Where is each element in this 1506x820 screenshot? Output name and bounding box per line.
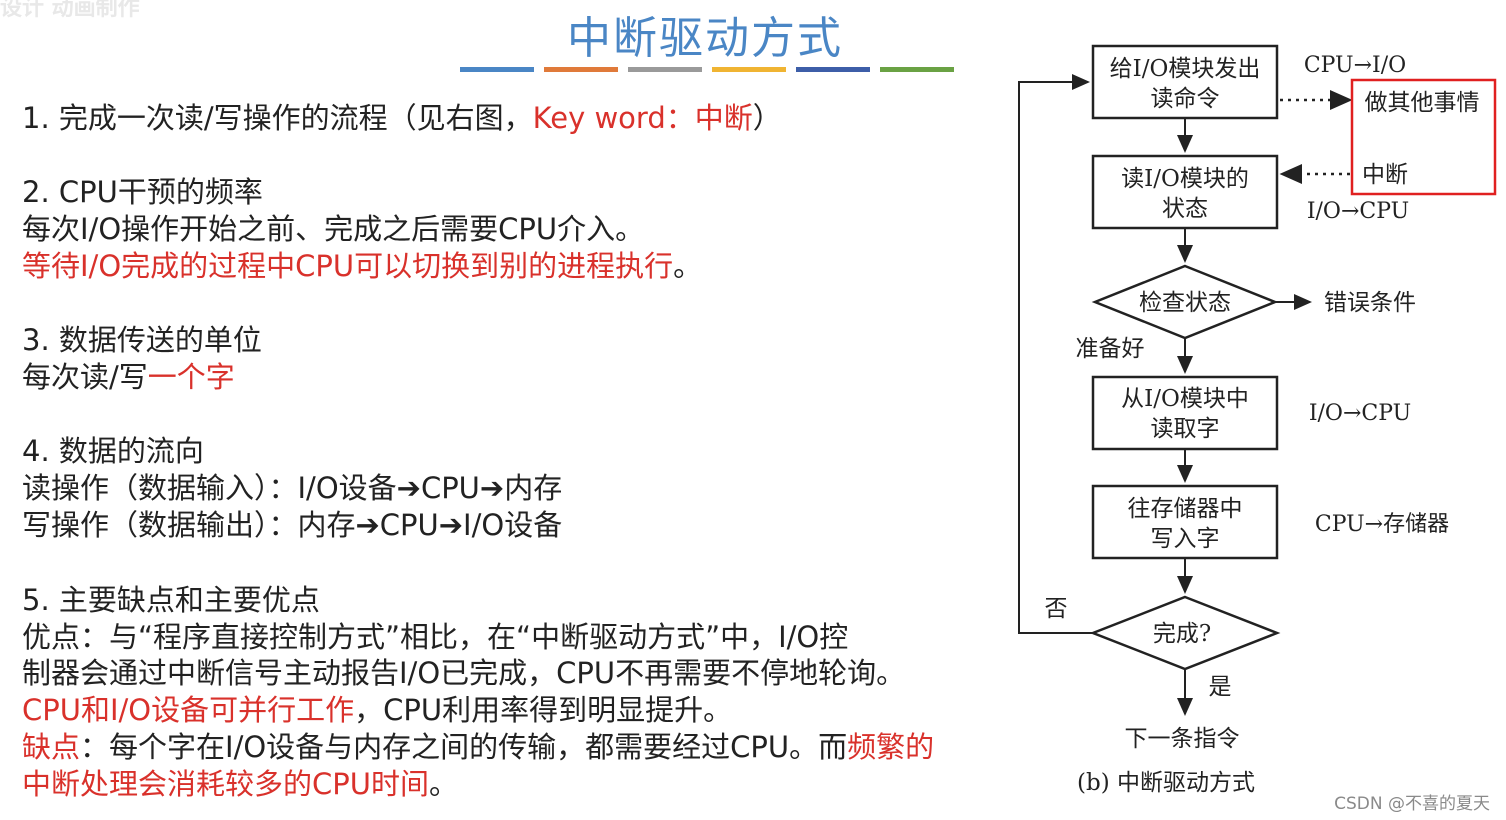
flow-label-next-instruction: 下一条指令 [1125, 726, 1240, 752]
section-3-red-text: 一个字 [147, 360, 235, 394]
section-4-line-1: 读操作（数据输入）：I/O设备➔CPU➔内存 [22, 471, 563, 505]
section-5-line-4: 缺点：每个字在I/O设备与内存之间的传输，都需要经过CPU。而频繁的 [22, 729, 934, 765]
section-5-line-2: 制器会通过中断信号主动报告I/O已完成，CPU不再需要不停地轮询。 [22, 656, 906, 690]
top-left-watermark: 设计 动画制作 [0, 0, 140, 21]
flow-label-io-to-cpu-1: I/O→CPU [1307, 199, 1409, 224]
section-5-advantage-tail: ，CPU利用率得到明显提升。 [354, 693, 733, 727]
section-5-cpu-time-red: 中断处理会消耗较多的CPU时间 [22, 767, 429, 801]
flow-box-write-word [1091, 484, 1279, 560]
flow-box-read-status-line2: 状态 [1162, 196, 1208, 222]
section-3-line-1: 每次读/写一个字 [22, 359, 235, 395]
flow-label-cpu-to-memory: CPU→存储器 [1315, 512, 1449, 537]
flow-loop-back-line [1018, 74, 1093, 634]
flow-box-issue-read-line2: 读命令 [1151, 86, 1220, 112]
section-4-heading: 4. 数据的流向 [22, 434, 204, 468]
section-2-heading: 2. CPU干预的频率 [22, 175, 263, 209]
page-title: 中断驱动方式 [567, 13, 843, 64]
flow-box-read-word-line2: 读取字 [1151, 416, 1220, 442]
flow-label-cpu-to-io: CPU→I/O [1304, 53, 1406, 78]
flow-label-no: 否 [1045, 596, 1068, 622]
section-5-disadvantage-red: 频繁的 [847, 730, 935, 764]
section-1-text: 1. 完成一次读/写操作的流程（见右图， [22, 101, 533, 135]
flow-diamond-done-label: 完成? [1153, 621, 1211, 647]
section-4-line-2: 写操作（数据输出）：内存➔CPU➔I/O设备 [22, 508, 563, 542]
title-underline-bar [796, 67, 870, 72]
csdn-watermark: CSDN @不喜的夏天 [1334, 794, 1490, 814]
section-5-disadvantage-text: ：每个字在I/O设备与内存之间的传输，都需要经过CPU。而 [80, 730, 848, 764]
section-5-line-5: 中断处理会消耗较多的CPU时间。 [22, 766, 458, 802]
flow-label-error: 错误条件 [1324, 290, 1416, 316]
section-3-text: 每次读/写 [22, 360, 148, 394]
flow-box-read-status [1091, 154, 1279, 230]
interrupt-flowchart: 给I/O模块发出 读命令 读I/O模块的 状态 检查状态 错误条件 准备好 从I… [1018, 44, 1497, 796]
section-3-heading: 3. 数据传送的单位 [22, 323, 262, 357]
title-underline-bar [712, 67, 786, 72]
flow-label-interrupt: 中断 [1362, 162, 1408, 188]
flow-box-write-word-line2: 写入字 [1151, 526, 1220, 552]
section-5-advantage-red: CPU和I/O设备可并行工作 [22, 693, 355, 727]
section-1-tail: ） [752, 101, 782, 135]
section-5-cpu-time-tail: 。 [428, 767, 458, 801]
flow-label-io-to-cpu-2: I/O→CPU [1309, 401, 1411, 426]
flow-box-issue-read-line1: 给I/O模块发出 [1110, 56, 1261, 82]
section-2-tail: 。 [673, 249, 703, 283]
flow-caption: (b) 中断驱动方式 [1077, 770, 1255, 796]
flow-box-issue-read [1091, 44, 1279, 120]
section-1-line: 1. 完成一次读/写操作的流程（见右图，Key word：中断） [22, 100, 782, 136]
title-underline-bar [628, 67, 702, 72]
section-5-heading: 5. 主要缺点和主要优点 [22, 583, 320, 617]
flow-highlight-box [1350, 78, 1497, 196]
title-underline-bar [460, 67, 534, 72]
section-1-keyword: Key word：中断 [532, 101, 753, 135]
flow-label-do-other-work: 做其他事情 [1365, 90, 1480, 116]
section-5-line-1: 优点：与“程序直接控制方式”相比，在“中断驱动方式”中，I/O控 [22, 620, 849, 654]
flow-box-read-status-line1: 读I/O模块的 [1121, 166, 1249, 192]
flow-label-yes: 是 [1209, 674, 1232, 700]
section-2-red-text: 等待I/O完成的过程中CPU可以切换到别的进程执行 [22, 249, 674, 283]
section-2-line-1: 每次I/O操作开始之前、完成之后需要CPU介入。 [22, 212, 645, 246]
flow-box-write-word-line1: 往存储器中 [1128, 496, 1243, 522]
section-5-disadvantage-label: 缺点 [22, 730, 81, 764]
section-5-line-3: CPU和I/O设备可并行工作，CPU利用率得到明显提升。 [22, 692, 732, 728]
flow-box-read-word-line1: 从I/O模块中 [1121, 386, 1249, 412]
title-underline-bar [544, 67, 618, 72]
section-2-line-2: 等待I/O完成的过程中CPU可以切换到别的进程执行。 [22, 248, 702, 284]
flow-label-ready: 准备好 [1076, 336, 1145, 362]
flow-diamond-check-status-label: 检查状态 [1139, 290, 1231, 316]
title-underline-bar [880, 67, 954, 72]
